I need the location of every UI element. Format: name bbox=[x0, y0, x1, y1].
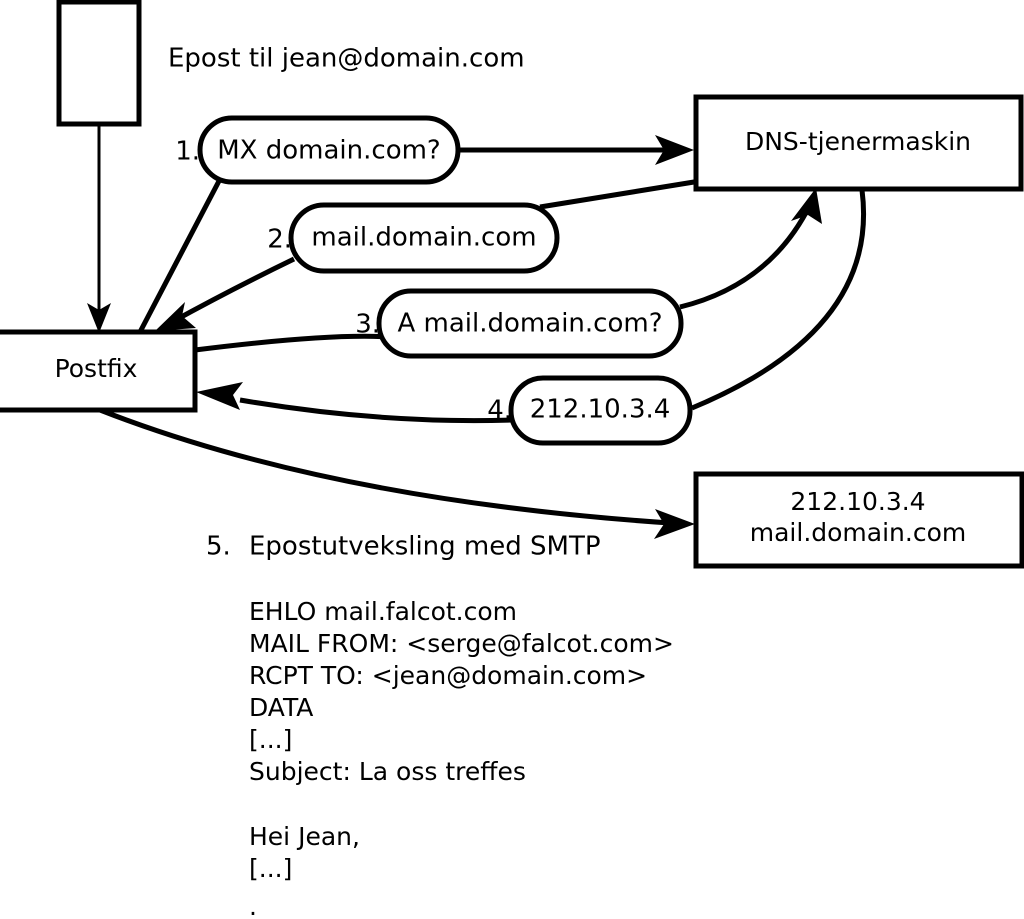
step-1-label: MX domain.com? bbox=[217, 136, 440, 166]
step-2-label: mail.domain.com bbox=[311, 223, 536, 253]
edge-step3-to-dns bbox=[679, 203, 813, 310]
arrowhead-step3-to-dns bbox=[791, 188, 822, 224]
smtp-line-0: EHLO mail.falcot.com bbox=[249, 597, 517, 626]
step-1-number: 1. bbox=[175, 137, 200, 167]
mail-server-ip-label: 212.10.3.4 bbox=[790, 487, 925, 516]
step-3-bubble bbox=[376, 288, 684, 359]
smtp-line-3: DATA bbox=[249, 693, 313, 722]
edge-dns-to-step4 bbox=[691, 189, 866, 411]
postfix-label: Postfix bbox=[55, 354, 138, 383]
arrowhead-client-to-postfix bbox=[87, 303, 111, 333]
step-4-label: 212.10.3.4 bbox=[530, 395, 671, 425]
smtp-line-2: RCPT TO: <jean@domain.com> bbox=[249, 661, 647, 690]
arrowhead-step1-to-dns bbox=[655, 135, 694, 165]
step-5-number: 5. bbox=[206, 532, 231, 562]
dns-server-box bbox=[693, 94, 1024, 192]
step-2-bubble bbox=[288, 202, 560, 274]
dns-server-label: DNS-tjenermaskin bbox=[745, 127, 971, 156]
smtp-line-4: [...] bbox=[249, 725, 292, 754]
step-3-label: A mail.domain.com? bbox=[398, 309, 663, 339]
edge-step2-to-postfix bbox=[170, 256, 296, 325]
mail-server-host-label: mail.domain.com bbox=[750, 518, 966, 547]
smtp-line-8: [...] bbox=[249, 854, 292, 883]
edge-postfix-to-mailserver bbox=[99, 407, 671, 526]
smtp-line-1: MAIL FROM: <serge@falcot.com> bbox=[249, 629, 674, 658]
step-5-label: Epostutveksling med SMTP bbox=[249, 532, 601, 562]
arrowhead-postfix-to-mailserver bbox=[654, 509, 695, 539]
edge-postfix-to-step1 bbox=[137, 179, 222, 334]
smtp-line-7: Hei Jean, bbox=[249, 822, 360, 851]
arrowhead-step2-to-postfix bbox=[155, 302, 196, 331]
mail-server-box bbox=[693, 471, 1024, 569]
client-box bbox=[56, 0, 142, 127]
step-4-number: 4. bbox=[487, 396, 512, 426]
smtp-line-9: . bbox=[249, 892, 257, 919]
step-2-number: 2. bbox=[267, 225, 292, 255]
step-4-bubble bbox=[508, 375, 693, 446]
diagram-title-text: Epost til jean@domain.com bbox=[168, 44, 525, 74]
edge-postfix-to-step3 bbox=[194, 333, 391, 353]
arrowhead-step4-to-postfix bbox=[196, 382, 243, 410]
step-1-bubble bbox=[197, 115, 461, 185]
edge-dns-to-step2 bbox=[539, 179, 695, 210]
postfix-box bbox=[0, 329, 198, 413]
edge-step4-to-postfix bbox=[239, 397, 513, 424]
smtp-line-5: Subject: La oss treffes bbox=[249, 757, 526, 786]
step-3-number: 3. bbox=[355, 310, 380, 340]
